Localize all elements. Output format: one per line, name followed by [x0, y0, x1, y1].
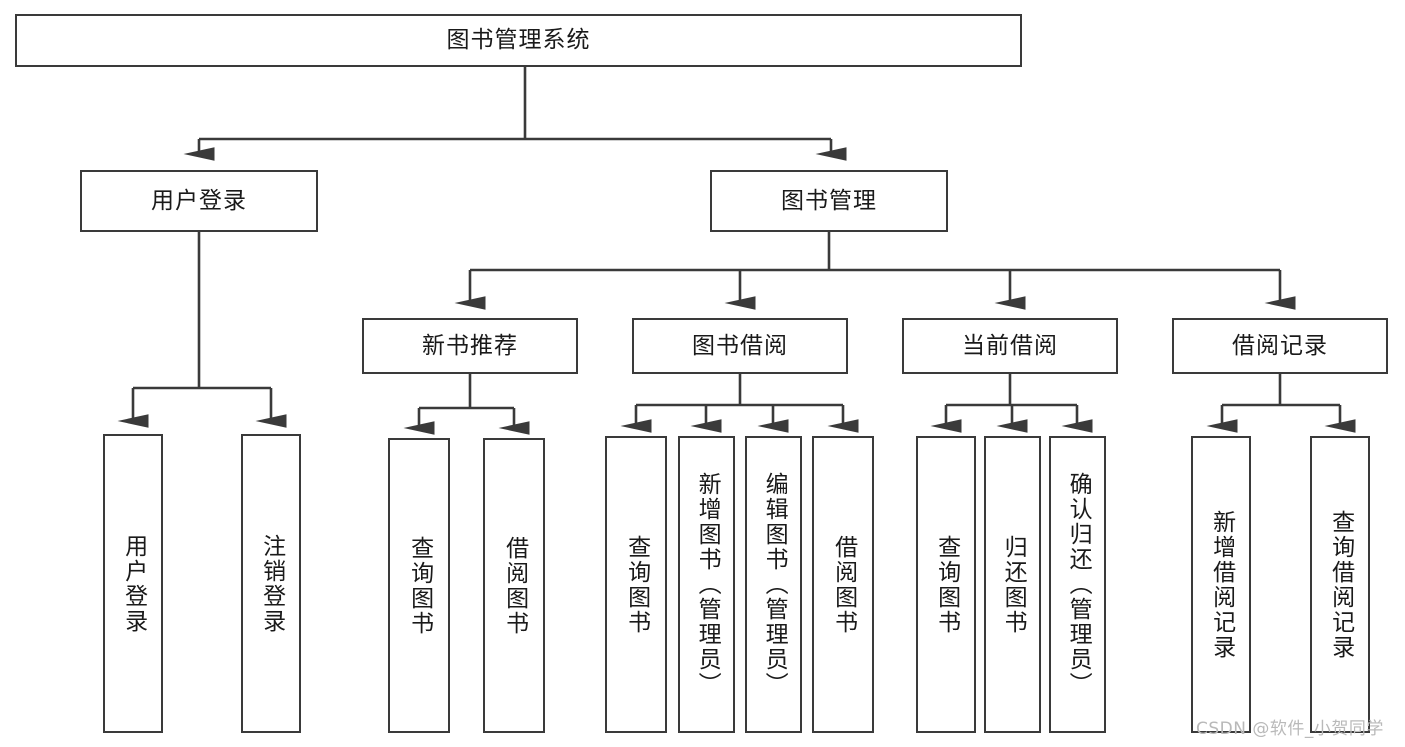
node-label: 图书管理系统 — [446, 27, 591, 54]
node-label: 借阅记录 — [1232, 332, 1328, 359]
node-root-system[interactable]: 图书管理系统 — [15, 14, 1022, 67]
node-borrow-record[interactable]: 借阅记录 — [1172, 318, 1388, 374]
leaf-query-borrow-record[interactable]: 查询借阅记录 — [1310, 436, 1370, 733]
csdn-watermark: CSDN @软件_小贺同学 — [1196, 719, 1384, 739]
node-label: 编辑图书（管理员） — [761, 472, 788, 697]
node-label: 确认归还（管理员） — [1065, 472, 1092, 697]
leaf-user-login[interactable]: 用户登录 — [103, 434, 163, 733]
node-label: 查询图书 — [406, 535, 433, 636]
leaf-return-book[interactable]: 归还图书 — [984, 436, 1041, 733]
leaf-confirm-return-admin[interactable]: 确认归还（管理员） — [1049, 436, 1106, 733]
node-book-borrow[interactable]: 图书借阅 — [632, 318, 848, 374]
node-label: 查询图书 — [623, 534, 650, 635]
node-label: 新增借阅记录 — [1208, 509, 1235, 660]
node-label: 用户登录 — [120, 533, 147, 634]
node-label: 新书推荐 — [422, 332, 518, 359]
node-label: 注销登录 — [258, 533, 285, 634]
leaf-edit-book-admin[interactable]: 编辑图书（管理员） — [745, 436, 802, 733]
leaf-borrow-book-borrow[interactable]: 借阅图书 — [812, 436, 874, 733]
node-book-management[interactable]: 图书管理 — [710, 170, 948, 232]
node-user-login[interactable]: 用户登录 — [80, 170, 318, 232]
node-label: 当前借阅 — [962, 332, 1058, 359]
node-label: 归还图书 — [1000, 534, 1027, 635]
leaf-add-book-admin[interactable]: 新增图书（管理员） — [678, 436, 735, 733]
node-new-book-recommend[interactable]: 新书推荐 — [362, 318, 578, 374]
leaf-add-borrow-record[interactable]: 新增借阅记录 — [1191, 436, 1251, 733]
node-label: 图书借阅 — [692, 332, 788, 359]
node-label: 新增图书（管理员） — [694, 472, 721, 697]
leaf-query-book-new-recommend[interactable]: 查询图书 — [388, 438, 450, 733]
node-current-borrow[interactable]: 当前借阅 — [902, 318, 1118, 374]
node-label: 图书管理 — [781, 187, 877, 214]
node-label: 借阅图书 — [501, 535, 528, 636]
node-label: 查询借阅记录 — [1327, 509, 1354, 660]
leaf-user-logout[interactable]: 注销登录 — [241, 434, 301, 733]
node-label: 用户登录 — [151, 187, 247, 214]
node-label: 借阅图书 — [830, 534, 857, 635]
leaf-query-book-borrow[interactable]: 查询图书 — [605, 436, 667, 733]
leaf-borrow-book-new-recommend[interactable]: 借阅图书 — [483, 438, 545, 733]
leaf-query-book-current[interactable]: 查询图书 — [916, 436, 976, 733]
node-label: 查询图书 — [933, 534, 960, 635]
